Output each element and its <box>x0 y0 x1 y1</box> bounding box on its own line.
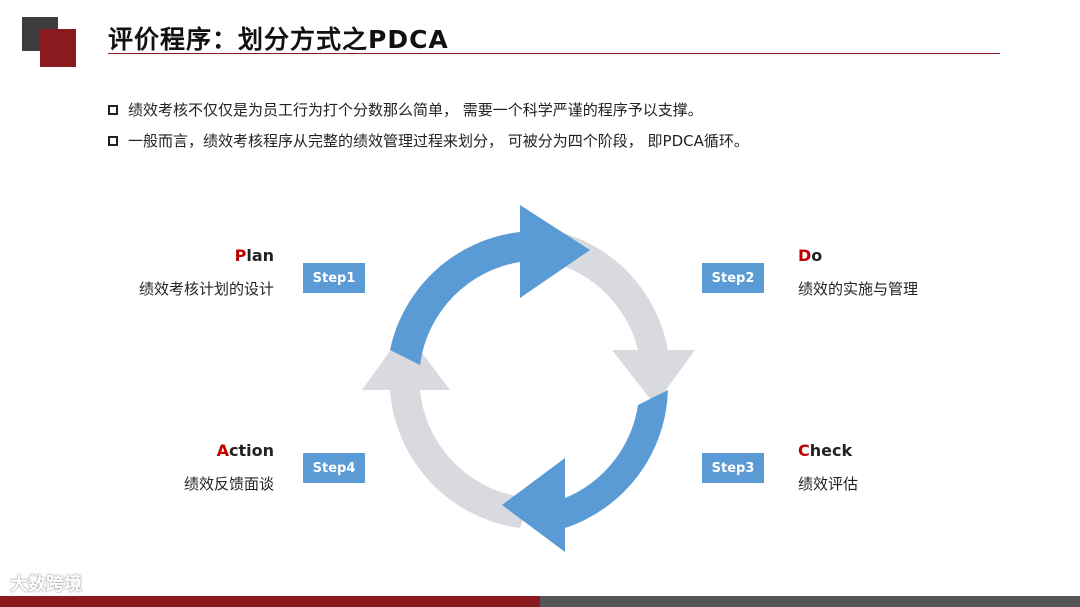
step-do-heading: Do <box>798 246 823 265</box>
bullet-text: 绩效考核不仅仅是为员工行为打个分数那么简单， 需要一个科学严谨的程序予以支撑。 <box>128 101 703 119</box>
bullet-item: 绩效考核不仅仅是为员工行为打个分数那么简单， 需要一个科学严谨的程序予以支撑。 <box>108 94 749 125</box>
step-plan-heading: Plan <box>234 246 274 265</box>
square-bullet-icon <box>108 104 118 115</box>
square-bullet-icon <box>108 135 118 146</box>
bullet-item: 一般而言，绩效考核程序从完整的绩效管理过程来划分， 可被分为四个阶段， 即PDC… <box>108 125 749 156</box>
cycle-segment-gray-left <box>362 330 530 528</box>
bullet-text: 一般而言，绩效考核程序从完整的绩效管理过程来划分， 可被分为四个阶段， 即PDC… <box>128 132 749 150</box>
step1-badge: Step1 <box>303 263 365 293</box>
watermark-logo: 大数跨境 <box>10 574 82 595</box>
cycle-segment-gray-right <box>550 232 695 405</box>
decor-square-red <box>40 29 76 67</box>
bullet-list: 绩效考核不仅仅是为员工行为打个分数那么简单， 需要一个科学严谨的程序予以支撑。 … <box>108 94 749 156</box>
step-check-heading: Check <box>798 441 853 460</box>
footer-bar-red <box>0 596 540 607</box>
step4-badge: Step4 <box>303 453 365 483</box>
step2-badge: Step2 <box>702 263 764 293</box>
step-do-desc: 绩效的实施与管理 <box>798 280 919 298</box>
cycle-arrow-blue-bottom <box>502 390 668 552</box>
pdca-cycle-diagram <box>362 205 695 552</box>
step-plan-desc: 绩效考核计划的设计 <box>138 280 274 298</box>
step-action-heading: Action <box>216 441 274 460</box>
footer-bar-gray <box>540 596 1080 607</box>
title-divider <box>108 53 1000 54</box>
page-title: 评价程序：划分方式之PDCA <box>108 25 449 54</box>
step3-badge: Step3 <box>702 453 764 483</box>
step-check-desc: 绩效评估 <box>798 475 859 493</box>
cycle-arrow-blue-top <box>390 205 590 365</box>
step-action-desc: 绩效反馈面谈 <box>183 475 274 493</box>
